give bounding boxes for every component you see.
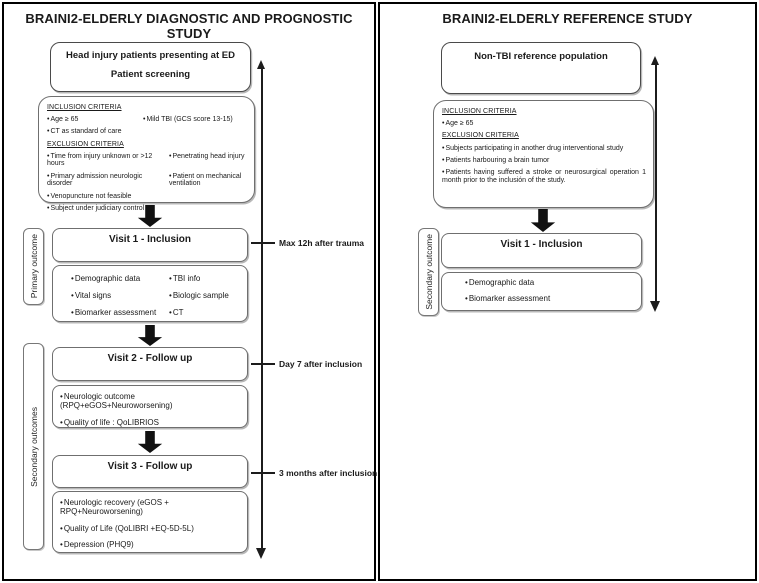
criteria-row: Subject under judiciary control xyxy=(47,205,249,213)
timeline-tick xyxy=(251,242,275,244)
screening-line1: Head injury patients presenting at ED xyxy=(66,50,235,61)
secondary-outcomes-sidebar: Secondary outcomes xyxy=(23,343,44,550)
visit1-details-box: Demographic data TBI info Vital signs Bi… xyxy=(52,265,248,322)
secondary-outcome-sidebar: Secondary outcome xyxy=(418,228,439,316)
exclusion-criteria-heading: EXCLUSION CRITERIA xyxy=(442,132,519,140)
timeline-tick xyxy=(251,363,275,365)
criteria-row: Patients having suffered a stroke or neu… xyxy=(442,169,648,184)
reference-visit1-details-box: Demographic data Biomarker assessment xyxy=(441,272,642,311)
secondary-outcome-label: Secondary outcome xyxy=(423,234,434,310)
timeline-down-arrow-icon xyxy=(256,548,266,559)
visit3-item: Depression (PHQ9) xyxy=(60,541,247,550)
timeline-line xyxy=(655,63,657,303)
visit1-title: Visit 1 - Inclusion xyxy=(108,234,192,245)
visit3-item: Neurologic recovery (eGOS + RPQ+Neurowor… xyxy=(60,498,247,517)
criteria-item: Penetrating head injury xyxy=(169,153,244,168)
criteria-item: Time from injury unknown or >12 hours xyxy=(47,153,169,168)
visit1-item: Vital signs xyxy=(71,291,169,301)
visit1-item: TBI info xyxy=(169,274,247,284)
inclusion-criteria-heading: INCLUSION CRITERIA xyxy=(442,108,517,115)
criteria-row: Primary admission neurologic disorder Pa… xyxy=(47,173,249,188)
visit1-item: CT xyxy=(169,308,247,318)
inclusion-criteria-heading: INCLUSION CRITERIA xyxy=(47,104,122,111)
criteria-item: Age ≥ 65 xyxy=(442,120,473,128)
primary-outcome-sidebar: Primary outcome xyxy=(23,228,44,305)
visit3-box: Visit 3 - Follow up xyxy=(52,455,248,488)
visit3-item: Quality of Life (QoLIBRI +EQ-5D-5L) xyxy=(60,524,247,534)
criteria-item: Subject under judiciary control xyxy=(47,205,144,213)
timeline-tick xyxy=(251,472,275,474)
visit2-timing-note: Day 7 after inclusion xyxy=(279,359,363,369)
reference-study-title: BRAINI2-ELDERLY REFERENCE STUDY xyxy=(442,11,693,26)
patient-screening-box: Head injury patients presenting at ED Pa… xyxy=(50,42,251,92)
criteria-row: Time from injury unknown or >12 hours Pe… xyxy=(47,153,249,168)
timeline-up-arrow-icon xyxy=(257,60,265,69)
visit3-timing-note: 3 months after inclusion xyxy=(279,468,378,478)
criteria-item: Patient on mechanical ventilation xyxy=(169,173,249,188)
reference-visit1-box: Visit 1 - Inclusion xyxy=(441,233,642,268)
criteria-row: CT as standard of care xyxy=(47,128,249,136)
criteria-row: Age ≥ 65 xyxy=(442,120,648,128)
reference-visit1-item: Biomarker assessment xyxy=(465,294,641,304)
reference-visit1-item: Demographic data xyxy=(465,278,641,288)
visit2-item: Neurologic outcome (RPQ+eGOS+Neuroworsen… xyxy=(60,392,247,411)
exclusion-criteria-heading: EXCLUSION CRITERIA xyxy=(47,140,124,148)
diagnostic-criteria-box: INCLUSION CRITERIA Age ≥ 65 Mild TBI (GC… xyxy=(38,96,255,212)
criteria-item: Patients having suffered a stroke or neu… xyxy=(442,169,648,184)
criteria-item: Age ≥ 65 xyxy=(47,116,143,124)
timeline-down-arrow-icon xyxy=(650,301,660,312)
timeline-up-arrow-icon xyxy=(651,56,659,65)
visit1-item: Biomarker assessment xyxy=(71,308,169,318)
visit1-timing-note: Max 12h after trauma xyxy=(279,238,365,248)
visit2-details-box: Neurologic outcome (RPQ+eGOS+Neuroworsen… xyxy=(52,385,248,428)
population-label: Non-TBI reference population xyxy=(474,51,608,62)
criteria-row: Patients harbouring a brain tumor xyxy=(442,157,648,165)
criteria-item: Subjects participating in another drug i… xyxy=(442,145,623,153)
criteria-item: Primary admission neurologic disorder xyxy=(47,173,169,188)
visit3-details-box: Neurologic recovery (eGOS + RPQ+Neurowor… xyxy=(52,491,248,553)
visit2-title: Visit 2 - Follow up xyxy=(107,353,193,364)
visit3-title: Visit 3 - Follow up xyxy=(107,461,193,472)
criteria-row: Age ≥ 65 Mild TBI (GCS score 13-15) xyxy=(47,116,249,124)
criteria-item: Venopuncture not feasible xyxy=(47,193,131,201)
reference-visit1-title: Visit 1 - Inclusion xyxy=(500,239,583,250)
visit1-item: Biologic sample xyxy=(169,291,247,301)
timeline-line xyxy=(261,67,263,550)
visit1-box: Visit 1 - Inclusion xyxy=(52,228,248,262)
secondary-outcomes-label: Secondary outcomes xyxy=(28,406,39,487)
criteria-item: CT as standard of care xyxy=(47,128,121,136)
screening-line2: Patient screening xyxy=(110,69,191,80)
diagnostic-study-title: BRAINI2-ELDERLY DIAGNOSTIC AND PROGNOSTI… xyxy=(25,11,353,41)
criteria-row: Subjects participating in another drug i… xyxy=(442,145,648,153)
visit2-box: Visit 2 - Follow up xyxy=(52,347,248,381)
criteria-item: Mild TBI (GCS score 13-15) xyxy=(143,116,232,124)
visit1-item: Demographic data xyxy=(71,274,169,284)
reference-criteria-box: INCLUSION CRITERIA Age ≥ 65 EXCLUSION CR… xyxy=(433,100,654,208)
visit2-item: Quality of life : QoLIBRIOS xyxy=(60,418,247,428)
reference-population-box: Non-TBI reference population xyxy=(441,42,641,94)
criteria-row: Venopuncture not feasible xyxy=(47,193,249,201)
primary-outcome-label: Primary outcome xyxy=(28,234,39,299)
criteria-item: Patients harbouring a brain tumor xyxy=(442,157,549,165)
